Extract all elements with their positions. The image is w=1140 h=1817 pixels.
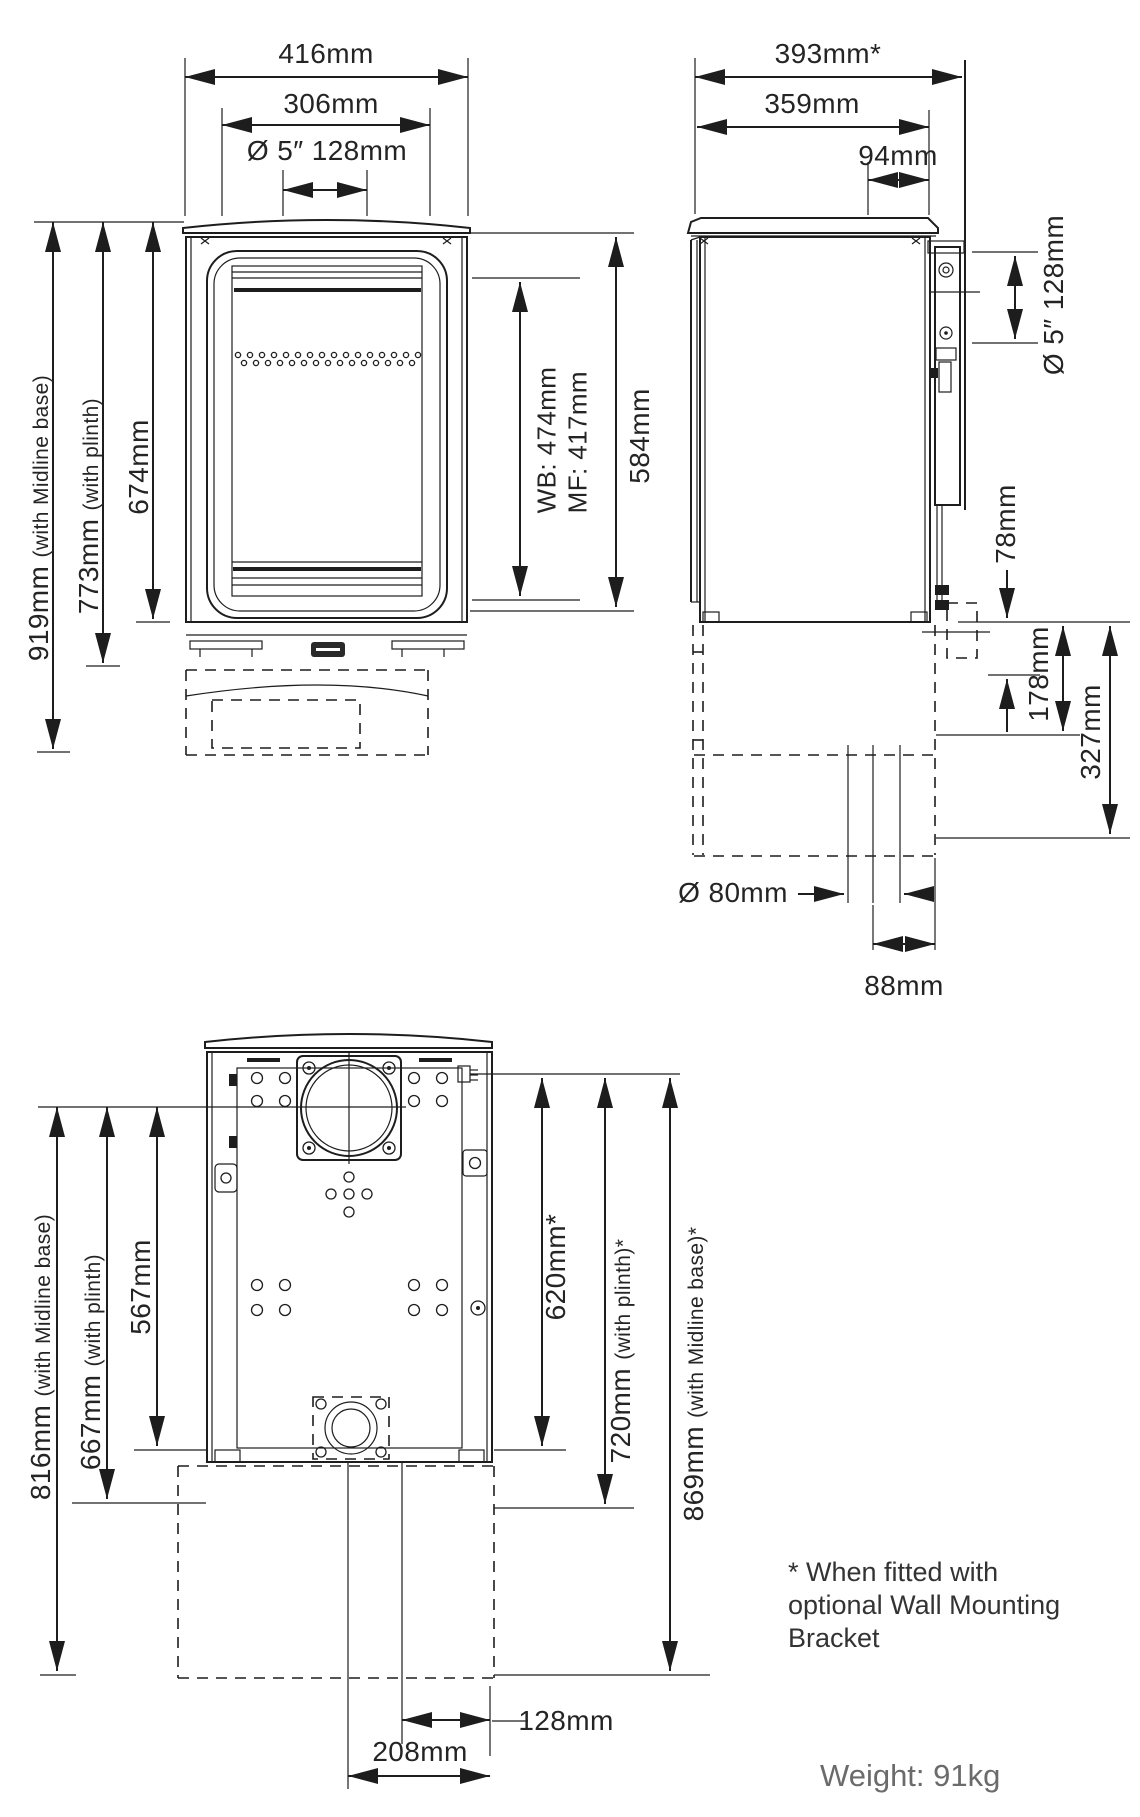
dim-rear-height-stove: 567mm <box>125 1239 156 1335</box>
dim-rear-bracket-620: 620mm* <box>540 1213 571 1321</box>
front-base-dashed <box>185 669 429 756</box>
dim-front-window-heights: WB: 474mm MF: 417mm <box>531 367 592 514</box>
dim-rear-pipe-front: 208mm <box>372 1736 468 1767</box>
dim-side-flue-offset: 94mm <box>858 140 938 171</box>
dim-rear-height-plinth: 667mm (with plinth) <box>75 1253 106 1471</box>
dim-front-height-midline-base: 919mm (with Midline base) <box>23 374 54 662</box>
dim-front-inner-width: 306mm <box>283 88 379 119</box>
dim-rear-height-midline-base: 816mm (with Midline base) <box>25 1213 56 1501</box>
front-view-drawing <box>34 58 634 756</box>
dim-window-woodburner: WB: 474mm <box>531 366 562 514</box>
asterisk-note: * When fitted with optional Wall Mountin… <box>788 1557 1061 1653</box>
dim-front-overall-width: 416mm <box>278 38 374 69</box>
vent-holes <box>234 351 422 367</box>
side-view-drawing <box>686 58 1130 952</box>
dim-side-rear-pipe: Ø 80mm <box>678 877 788 908</box>
rear-view-drawing <box>38 1033 710 1789</box>
dim-side-78: 78mm <box>990 484 1021 564</box>
dim-side-327: 327mm <box>1075 684 1106 780</box>
dim-rear-bracket-869: 869mm (with Midline base)* <box>678 1226 709 1522</box>
brand-badge <box>311 642 345 657</box>
dim-rear-bracket-720: 720mm (with plinth)* <box>605 1238 636 1464</box>
dim-window-multifuel: MF: 417mm <box>562 371 592 514</box>
dim-front-height-plinth: 773mm (with plinth) <box>73 397 104 615</box>
dim-front-flue-diameter: Ø 5″ 128mm <box>246 135 408 166</box>
dim-front-body-height: 584mm <box>624 388 655 484</box>
dim-side-178: 178mm <box>1023 626 1054 722</box>
dim-side-flue-diameter: Ø 5″ 128mm <box>1038 214 1069 376</box>
side-base-dashed <box>692 625 936 857</box>
dim-rear-pipe-rear: 128mm <box>518 1705 614 1736</box>
dim-front-height-stove: 674mm <box>123 419 154 515</box>
dim-side-pipe-offset: 88mm <box>864 970 944 1001</box>
dim-side-body-depth: 359mm <box>764 88 860 119</box>
dim-side-overall-depth: 393mm* <box>774 38 882 69</box>
rear-base-dashed <box>177 1465 495 1679</box>
weight-note: Weight: 91kg <box>820 1758 1001 1793</box>
